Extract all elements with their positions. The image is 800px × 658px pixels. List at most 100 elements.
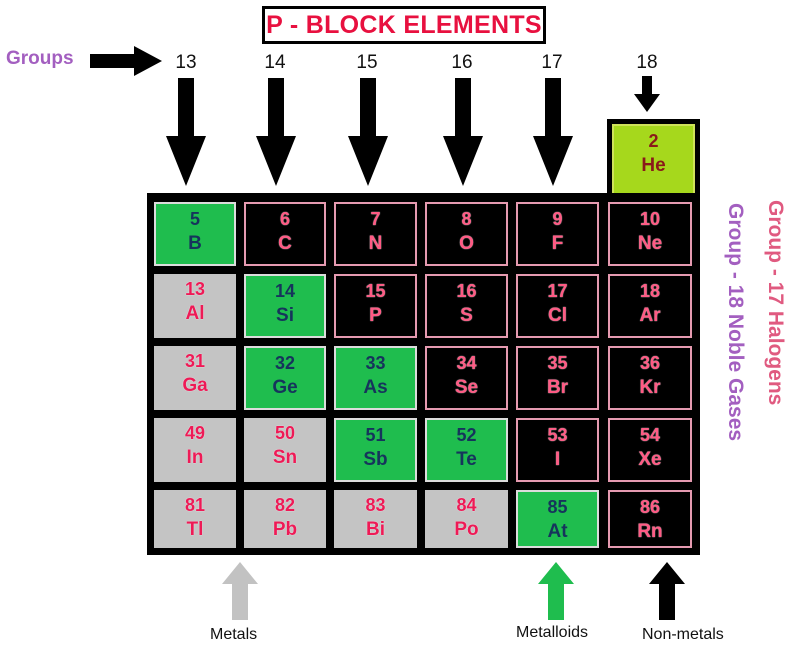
- element-symbol: Te: [456, 449, 477, 470]
- element-symbol: O: [459, 233, 474, 254]
- legend-metals: Metals: [210, 626, 258, 643]
- atomic-number: 54: [639, 425, 661, 445]
- atomic-number: 10: [639, 209, 661, 229]
- element-symbol: Rn: [637, 521, 663, 542]
- element-symbol: Sn: [272, 447, 298, 468]
- element-symbol: Al: [185, 303, 205, 324]
- down-arrow-icon: [348, 78, 388, 186]
- element-symbol: P: [369, 305, 382, 326]
- group-number: 13: [175, 52, 197, 73]
- element-symbol: Ge: [272, 377, 298, 398]
- atomic-number: 82: [274, 495, 296, 515]
- down-arrow-icon: [256, 78, 296, 186]
- atomic-number: 51: [365, 425, 386, 445]
- group-number: 15: [356, 52, 378, 73]
- element-symbol: Si: [276, 305, 294, 326]
- element-symbol: F: [551, 233, 564, 254]
- element-symbol: Xe: [638, 449, 662, 470]
- atomic-number: 16: [456, 281, 477, 301]
- atomic-number: 53: [547, 425, 568, 445]
- legend-nonmetals: Non-metals: [642, 626, 724, 643]
- element-symbol: Cl: [548, 305, 567, 326]
- atomic-number: 50: [274, 423, 296, 443]
- atomic-number: 17: [547, 281, 568, 301]
- down-arrow-icon: [166, 78, 206, 186]
- atomic-number: 86: [639, 497, 661, 517]
- element-symbol: S: [460, 305, 473, 326]
- element-symbol: Kr: [639, 377, 661, 398]
- down-arrow-icon: [443, 78, 483, 186]
- element-symbol: At: [547, 521, 568, 542]
- atomic-number: 15: [365, 281, 386, 301]
- atomic-number: 83: [365, 495, 386, 515]
- group-number: 17: [541, 52, 563, 73]
- element-symbol: He: [641, 155, 666, 176]
- right-arrow-icon: [90, 46, 162, 76]
- page-title: P - BLOCK ELEMENTS: [262, 6, 546, 44]
- group-number: 18: [636, 52, 658, 73]
- atomic-number: 81: [184, 495, 206, 515]
- atomic-number: 52: [456, 425, 477, 445]
- element-symbol: C: [278, 233, 292, 254]
- atomic-number: 85: [547, 497, 568, 517]
- atomic-number: 2: [648, 131, 659, 151]
- atomic-number: 18: [639, 281, 661, 301]
- groups-label: Groups: [6, 48, 74, 69]
- element-symbol: Tl: [186, 519, 204, 540]
- atomic-number: 32: [274, 353, 296, 373]
- atomic-number: 5: [189, 209, 200, 229]
- halogens-label: Group - 17 Halogens: [764, 200, 787, 406]
- element-symbol: B: [188, 233, 202, 254]
- up-arrow-icon: [649, 562, 685, 620]
- element-symbol: In: [186, 447, 204, 468]
- atomic-number: 84: [456, 495, 477, 515]
- atomic-number: 33: [365, 353, 386, 373]
- noble-gases-label: Group - 18 Noble Gases: [724, 203, 747, 442]
- element-symbol: N: [368, 233, 383, 254]
- element-symbol: Br: [546, 377, 569, 398]
- atomic-number: 35: [547, 353, 568, 373]
- legend-metalloids: Metalloids: [516, 624, 589, 641]
- atomic-number: 8: [461, 209, 472, 229]
- atomic-number: 7: [370, 209, 381, 229]
- element-symbol: Ar: [639, 305, 661, 326]
- element-symbol: Sb: [363, 449, 388, 470]
- atomic-number: 6: [279, 209, 290, 229]
- element-symbol: Ne: [637, 233, 663, 254]
- helium-frame: 2 He: [607, 119, 700, 199]
- element-symbol: As: [363, 377, 388, 398]
- atomic-number: 13: [184, 279, 206, 299]
- atomic-number: 9: [552, 209, 563, 229]
- element-symbol: Bi: [366, 519, 385, 540]
- element-symbol: Po: [454, 519, 479, 540]
- element-cell-he: 2 He: [612, 124, 695, 196]
- atomic-number: 31: [184, 351, 206, 371]
- element-symbol: I: [554, 449, 561, 470]
